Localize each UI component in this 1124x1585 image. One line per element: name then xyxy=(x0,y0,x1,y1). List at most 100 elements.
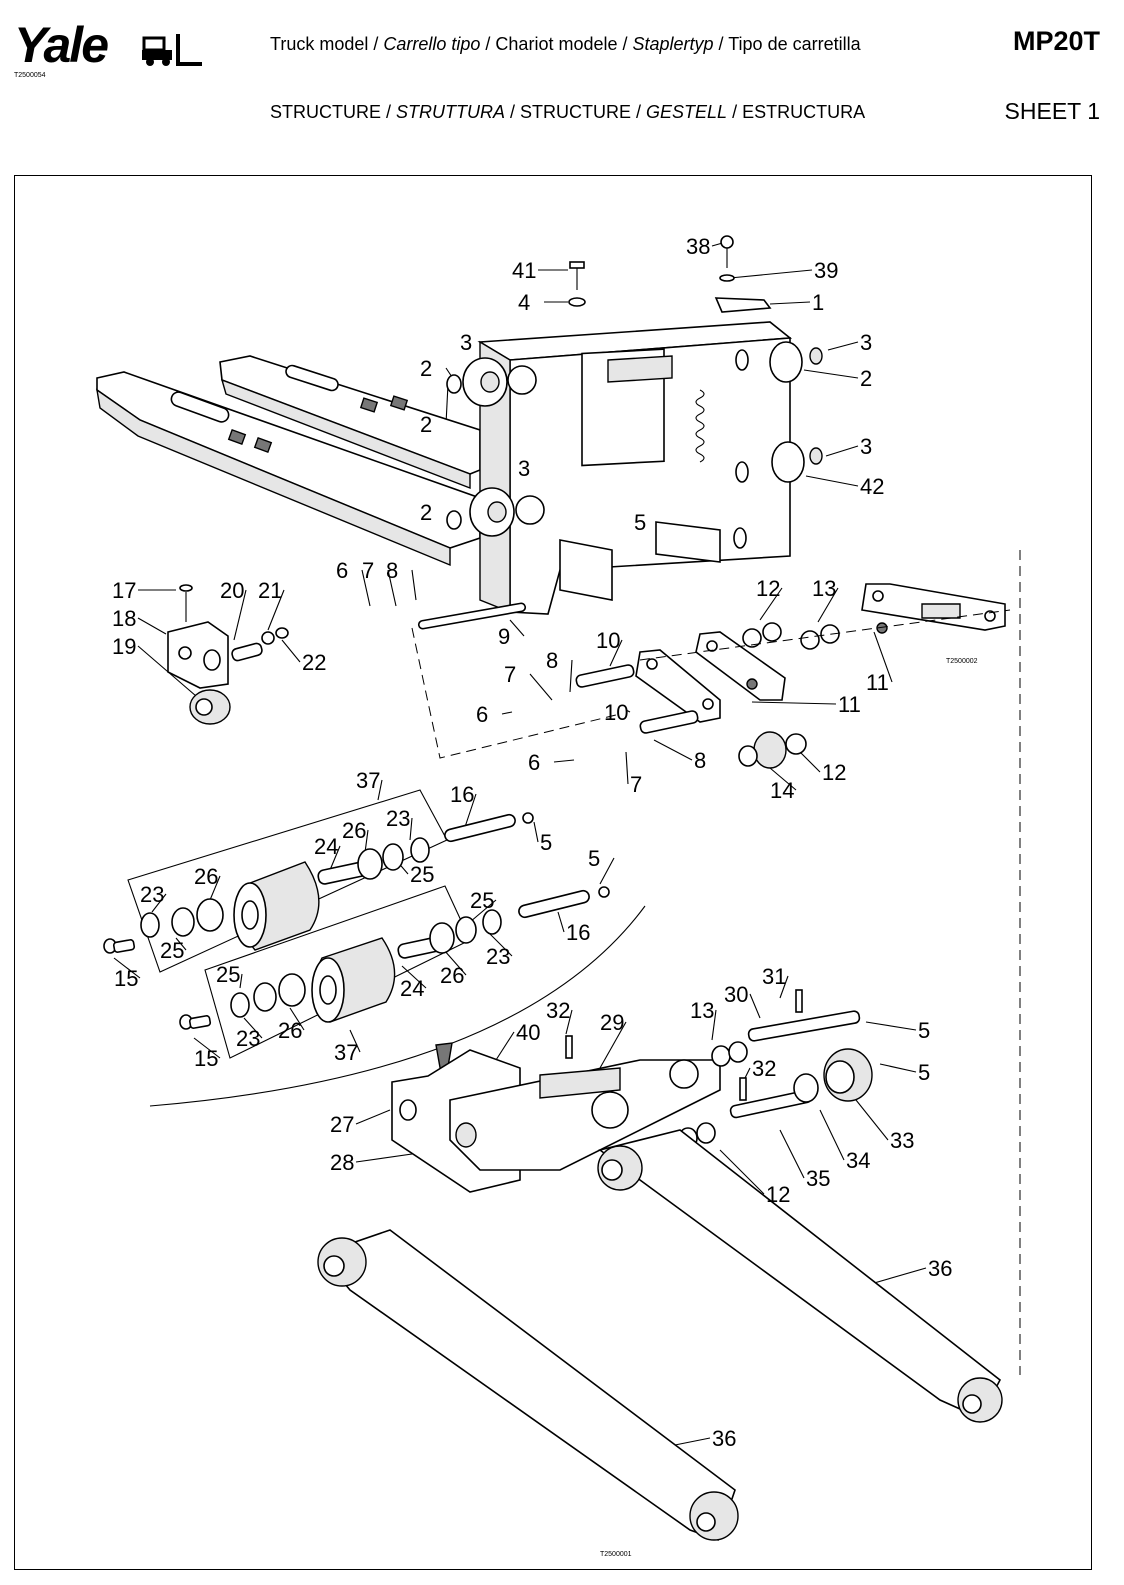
image-code-upper: T2500002 xyxy=(946,658,978,665)
callout-label: 2 xyxy=(420,356,432,381)
callout-label: 25 xyxy=(470,888,494,913)
roller-19 xyxy=(189,689,231,725)
callout-leader-line xyxy=(719,1149,765,1195)
callout-leader-line xyxy=(329,845,341,871)
pins-10 xyxy=(575,664,699,734)
logo-wordmark: Yale xyxy=(14,17,109,73)
callout-label: 29 xyxy=(600,1010,624,1035)
title-line1-segment: Carrello tipo xyxy=(383,34,481,54)
callout-label: 10 xyxy=(596,628,620,653)
callout-label: 15 xyxy=(114,966,138,991)
callout-leader-line xyxy=(653,739,693,761)
bolt-38 xyxy=(719,235,735,282)
callout-label: 12 xyxy=(756,576,780,601)
callout-leader-line xyxy=(749,993,761,1019)
callout-label: 6 xyxy=(336,558,348,583)
callout-leader-line xyxy=(443,949,467,976)
pin-9 xyxy=(417,602,527,630)
callout-leader-line xyxy=(409,817,413,841)
callout-label: 32 xyxy=(752,1056,776,1081)
callout-label: 3 xyxy=(460,330,472,355)
callout-leader-line xyxy=(377,779,383,801)
callout-label: 11 xyxy=(838,692,861,717)
callout-label: 23 xyxy=(140,882,164,907)
title-line2-segment: GESTELL xyxy=(646,102,728,122)
callout-leader-line xyxy=(113,957,141,979)
callout-leader-line xyxy=(137,645,197,697)
callout-label: 17 xyxy=(112,578,136,603)
callout-leader-line xyxy=(769,767,797,791)
callout-leader-line xyxy=(865,1021,917,1031)
callout-label: 31 xyxy=(762,964,786,989)
sheet-number: SHEET 1 xyxy=(1004,98,1100,124)
callout-label: 28 xyxy=(330,1150,354,1175)
bushings-12-13 xyxy=(742,622,840,650)
callout-leader-line xyxy=(879,1063,917,1073)
model-code: MP20T xyxy=(1012,26,1100,56)
roller-assembly-lower xyxy=(204,885,502,1059)
callout-label: 24 xyxy=(400,976,424,1001)
frame-roller-upper-right xyxy=(769,341,823,383)
callout-leader-line xyxy=(565,1009,573,1035)
fork-right xyxy=(219,355,481,490)
truck-model-heading: Truck model / Carrello tipo / Chariot mo… xyxy=(270,34,861,55)
callout-leader-line xyxy=(349,1029,361,1053)
callout-leader-line xyxy=(805,475,859,487)
callout-leader-line xyxy=(729,269,813,279)
callout-label: 10 xyxy=(604,700,628,725)
callout-label: 18 xyxy=(112,606,136,631)
section-heading: STRUCTURE / STRUTTURA / STRUCTURE / GEST… xyxy=(270,102,865,123)
callout-leader-line xyxy=(779,975,789,999)
callout-leader-line xyxy=(769,301,811,305)
callout-label: 5 xyxy=(918,1018,930,1043)
link-plate-11c xyxy=(861,583,1006,634)
callout-leader-line xyxy=(599,1021,627,1069)
callout-label: 30 xyxy=(724,982,748,1007)
callout-label: 33 xyxy=(890,1128,914,1153)
callout-leader-line xyxy=(557,911,565,933)
callout-leader-line xyxy=(175,937,187,951)
frame-roller-lower-left xyxy=(469,487,545,537)
callout-label: 11 xyxy=(866,670,889,695)
callout-label: 7 xyxy=(630,772,642,797)
callout-label: 34 xyxy=(846,1148,870,1173)
callout-label: 35 xyxy=(806,1166,830,1191)
callout-leader-line xyxy=(825,445,859,457)
callout-label: 3 xyxy=(518,456,530,481)
callout-leader-line xyxy=(361,569,371,607)
callout-label: 25 xyxy=(160,938,184,963)
callout-leader-line xyxy=(489,933,513,957)
title-line2-segment: STRUTTURA xyxy=(396,102,505,122)
title-line2-segment: STRUCTURE / xyxy=(270,102,396,122)
callout-label: 41 xyxy=(512,258,536,283)
callout-label: 9 xyxy=(498,624,510,649)
callout-leader-line xyxy=(411,569,417,601)
link-plate-11b xyxy=(695,631,786,701)
callout-leader-line xyxy=(609,639,623,667)
callout-label: 37 xyxy=(334,1040,358,1065)
callout-label: 2 xyxy=(420,412,432,437)
pin-35-wheel-33 xyxy=(729,1048,873,1119)
callout-label: 5 xyxy=(634,510,646,535)
fork-left xyxy=(96,371,481,567)
title-line1-segment: Truck model / xyxy=(270,34,384,54)
push-rod-36-right xyxy=(597,1129,1003,1423)
callout-leader-line xyxy=(803,369,859,379)
callout-label: 12 xyxy=(822,760,846,785)
callout-label: 26 xyxy=(278,1018,302,1043)
title-line2-segment: / ESTRUCTURA xyxy=(727,102,866,122)
callout-leader-line xyxy=(533,821,539,843)
main-frame xyxy=(477,297,793,615)
callout-leader-line xyxy=(553,759,575,763)
callout-label: 25 xyxy=(216,962,240,987)
title-line1-segment: Staplertyp xyxy=(632,34,714,54)
callout-leader-line xyxy=(711,1009,717,1041)
callout-label: 7 xyxy=(504,662,516,687)
callout-leader-line xyxy=(599,857,615,885)
callout-leader-line xyxy=(445,383,449,425)
callout-label: 26 xyxy=(440,963,464,988)
callout-leader-line xyxy=(193,1037,221,1059)
pin-20-21 xyxy=(231,627,289,662)
callout-leader-line xyxy=(779,1129,805,1179)
